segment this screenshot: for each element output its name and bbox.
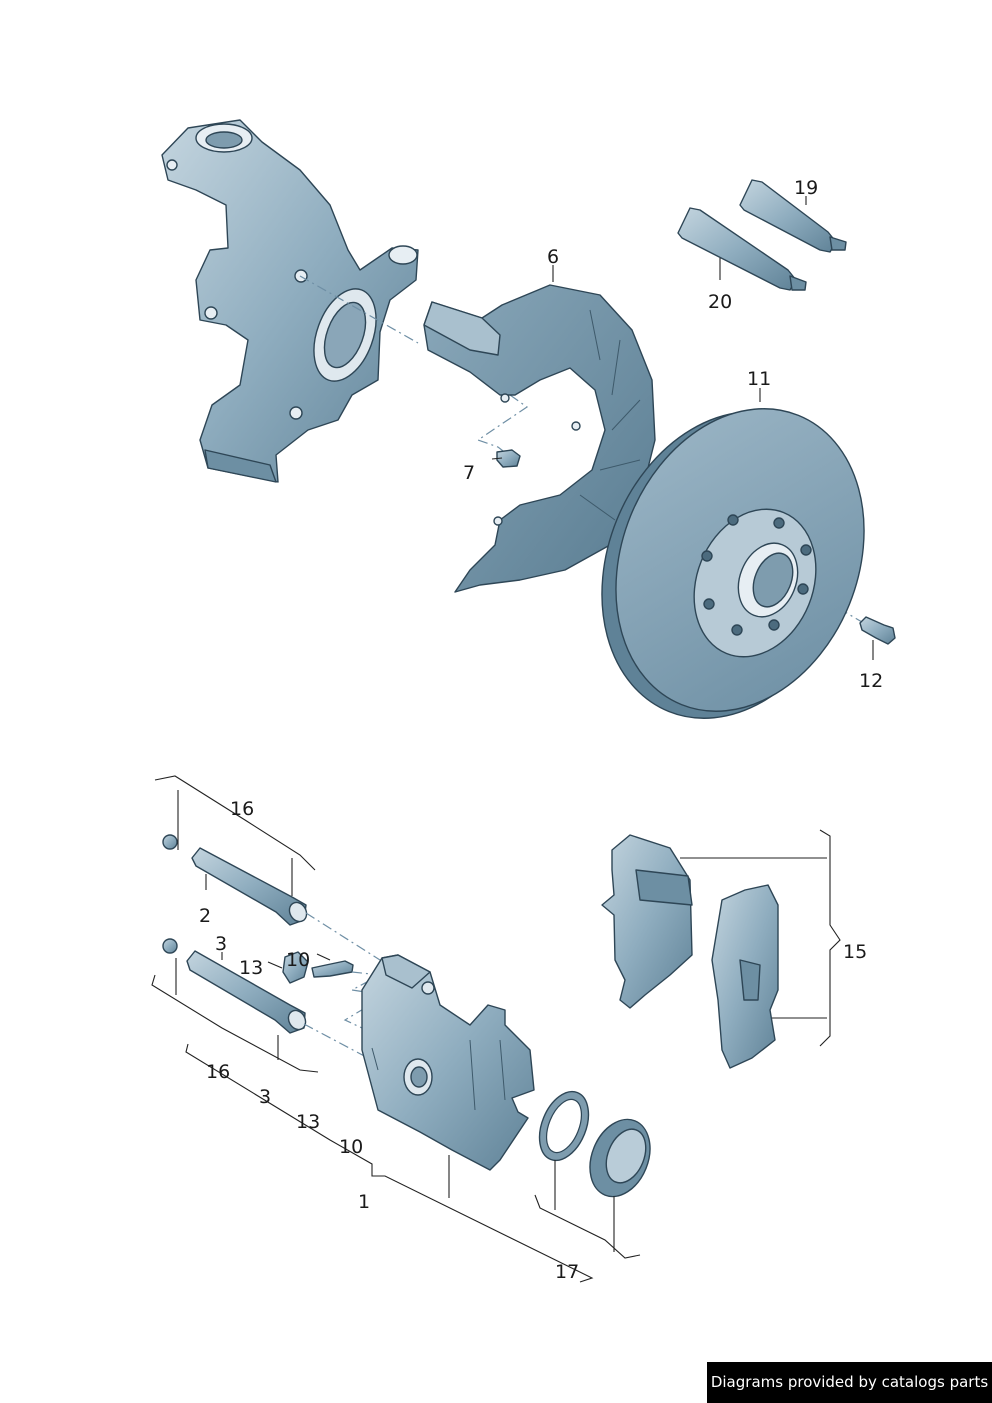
label-19: 19 [794,177,818,199]
bleed-cap[interactable] [282,951,309,984]
label-16-upper: 16 [230,798,254,820]
label-12: 12 [859,670,883,692]
label-3-lower: 3 [259,1086,271,1108]
shield-bolt[interactable] [491,449,521,468]
brake-pads[interactable] [601,834,779,1069]
label-15: 15 [843,941,867,963]
label-7: 7 [463,462,475,484]
leader-lines [151,196,874,1283]
axis-line [303,1023,369,1059]
label-11: 11 [747,368,771,390]
guide-pin-upper[interactable] [162,834,310,926]
steering-knuckle[interactable] [161,119,419,483]
grease-tube-b[interactable] [677,207,807,291]
splash-shield[interactable] [423,284,656,593]
footer-credit: Diagrams provided by catalogs parts [707,1362,992,1403]
label-20: 20 [708,291,732,313]
label-10-lower: 10 [339,1136,363,1158]
label-2: 2 [199,905,211,927]
label-3: 3 [215,933,227,955]
label-1: 1 [358,1191,370,1213]
grease-tube-a[interactable] [739,179,847,253]
guide-pin-lower[interactable] [162,938,309,1034]
bleed-valve[interactable] [311,960,354,978]
caliper[interactable] [361,954,535,1171]
label-17: 17 [555,1261,579,1283]
callout-labels: 6 7 19 20 11 12 16 2 3 13 10 15 16 3 13 … [199,177,883,1283]
label-16-lower: 16 [206,1061,230,1083]
label-13-lower: 13 [296,1111,320,1133]
axis-line [299,275,419,344]
piston-seal-kit[interactable] [530,1084,661,1205]
brake-disc[interactable] [558,371,908,756]
axis-line [343,1007,366,1029]
disc-screw[interactable] [859,616,896,645]
label-10: 10 [286,949,310,971]
label-6: 6 [547,246,559,268]
label-13: 13 [239,957,263,979]
axis-line [305,912,381,961]
axis-line [476,394,529,459]
